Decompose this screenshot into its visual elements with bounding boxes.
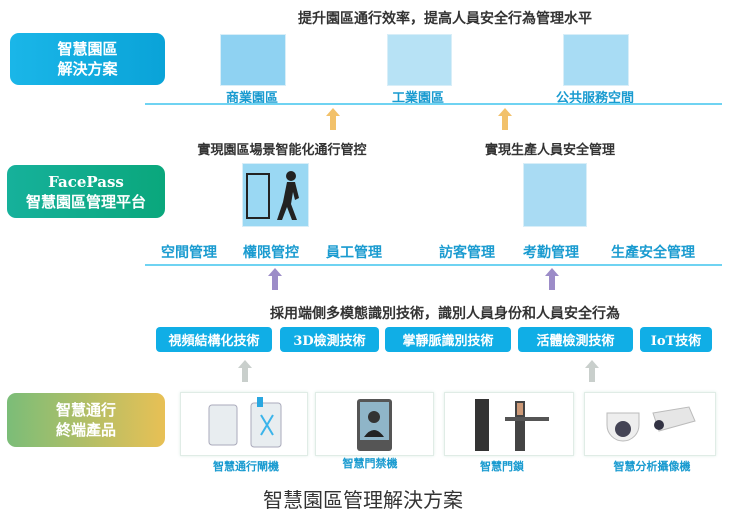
- tier-label: 解決方案: [57, 60, 118, 78]
- module-label: 空間管理: [161, 245, 217, 261]
- arrow-up-icon: [268, 268, 282, 290]
- tier-platform: FacePass 智慧園區管理平台: [7, 165, 165, 218]
- product-card-access: [315, 392, 434, 456]
- tier-label: 智慧園區: [57, 40, 118, 58]
- product-label: 智慧分析攝像機: [613, 460, 691, 473]
- solution-headline: 提升園區通行效率，提高人員安全行為管理水平: [298, 11, 592, 27]
- product-card-gate: [180, 392, 308, 456]
- camera-icon: [606, 406, 696, 442]
- module-label: 員工管理: [326, 245, 382, 261]
- face-terminal-icon: [357, 399, 392, 451]
- factory-worker-image: [523, 163, 587, 227]
- product-label: 智慧門鎖: [480, 460, 524, 473]
- module-label: 權限管控: [243, 245, 299, 261]
- tier-terminal: 智慧通行 終端產品: [7, 393, 165, 447]
- product-label: 智慧門禁機: [342, 457, 398, 470]
- product-label: 智慧通行閘機: [213, 460, 279, 473]
- tier-label: 終端產品: [55, 421, 116, 439]
- tech-badge: 3D檢測技術: [280, 327, 379, 352]
- commercial-park-image: [220, 34, 286, 86]
- tech-badge: IoT技術: [640, 327, 712, 352]
- divider: [145, 103, 722, 105]
- tier-solution: 智慧園區 解決方案: [10, 33, 165, 85]
- module-label: 訪客管理: [439, 245, 495, 261]
- arrow-up-icon: [585, 360, 599, 382]
- arrow-up-icon: [238, 360, 252, 382]
- platform-goal: 實現園區場景智能化通行管控: [197, 143, 367, 158]
- figure-caption: 智慧園區管理解決方案: [263, 488, 463, 512]
- module-label: 考勤管理: [523, 245, 579, 261]
- arrow-up-icon: [326, 108, 340, 130]
- arrow-up-icon: [545, 268, 559, 290]
- product-card-camera: [584, 392, 716, 456]
- turnstile-icon: [208, 397, 282, 448]
- tech-badge: 視頻結構化技術: [156, 327, 272, 352]
- tier-label: FacePass: [48, 172, 124, 191]
- platform-goal: 實現生產人員安全管理: [484, 143, 616, 158]
- divider: [145, 264, 722, 266]
- tier-label: 智慧園區管理平台: [25, 192, 146, 211]
- access-gate-image: [242, 163, 309, 227]
- module-label: 生產安全管理: [611, 245, 695, 261]
- product-card-lock: [444, 392, 574, 456]
- scene-label: 公共服務空間: [555, 91, 635, 106]
- arrow-up-icon: [498, 108, 512, 130]
- person-walking-gate-icon: [246, 171, 299, 220]
- public-space-image: [563, 34, 629, 86]
- terminal-headline: 採用端側多模態識別技術，識別人員身份和人員安全行為: [270, 306, 620, 322]
- industrial-park-image: [387, 34, 452, 86]
- scene-label: 商業園區: [225, 91, 279, 106]
- smart-lock-icon: [475, 399, 549, 451]
- tier-label: 智慧通行: [55, 401, 116, 419]
- scene-label: 工業園區: [391, 91, 445, 106]
- tech-badge: 掌靜脈識別技術: [385, 327, 511, 352]
- tech-badge: 活體檢測技術: [518, 327, 633, 352]
